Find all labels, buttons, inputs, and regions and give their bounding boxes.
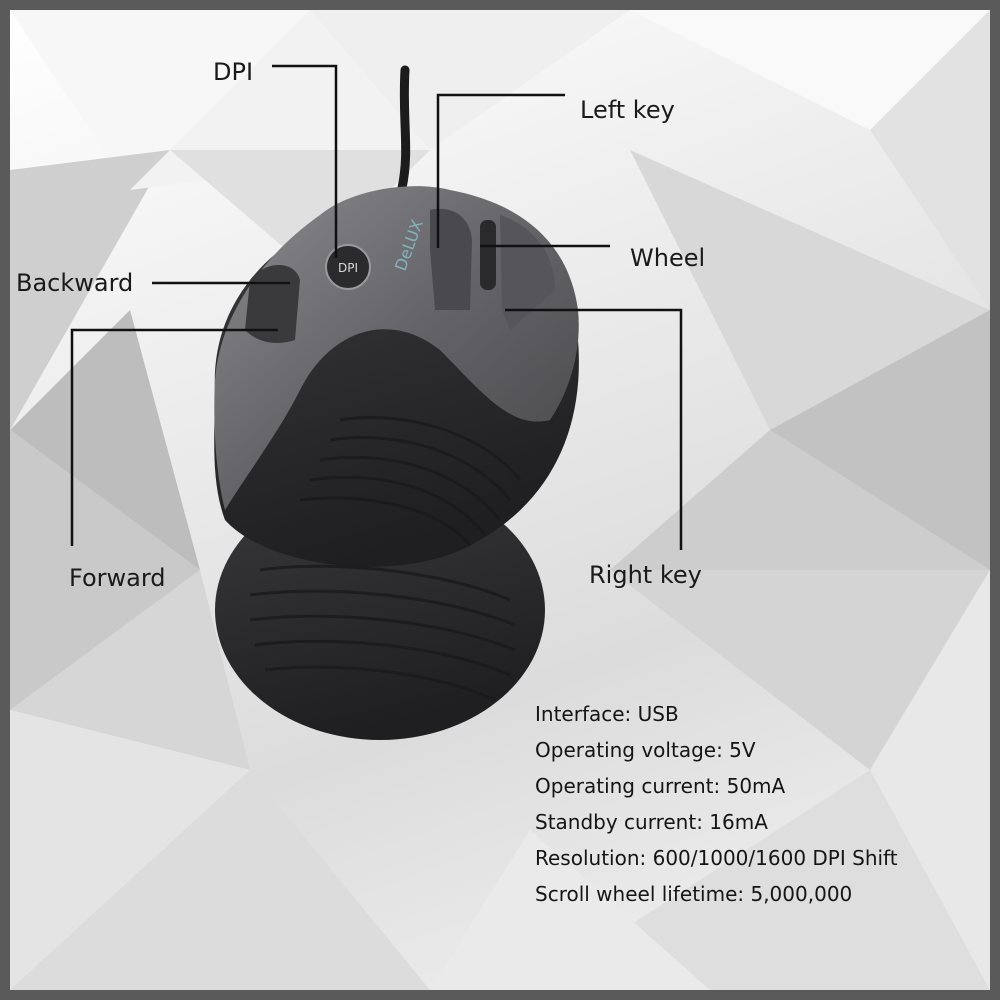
- right-key: [500, 215, 555, 330]
- left-key: [430, 208, 472, 310]
- product-photo: DPI DeLUX DPI Left key Wheel Backward Fo…: [10, 10, 990, 990]
- spec-resolution: Resolution: 600/1000/1600 DPI Shift: [535, 846, 898, 870]
- forward-callout-label: Forward: [69, 564, 166, 592]
- usb-cable: [397, 65, 411, 193]
- scroll-wheel: [480, 220, 496, 290]
- spec-standby-current: Standby current: 16mA: [535, 810, 768, 834]
- backward-callout-label: Backward: [16, 269, 134, 297]
- lowpoly-background: [10, 10, 990, 990]
- left-key-leader-line: [436, 93, 565, 248]
- left-key-callout-label: Left key: [580, 96, 675, 124]
- dpi-leader-line: [272, 64, 338, 258]
- spec-voltage: Operating voltage: 5V: [535, 738, 756, 762]
- spec-wheel-lifetime: Scroll wheel lifetime: 5,000,000: [535, 882, 853, 906]
- side-button-area: [245, 265, 300, 343]
- right-key-leader-line: [505, 308, 683, 550]
- ergonomic-mouse-image: DPI DeLUX: [70, 64, 683, 740]
- callout-lines: [70, 64, 683, 550]
- forward-leader-line: [70, 328, 278, 546]
- dpi-button-label: DPI: [338, 261, 358, 275]
- right-key-callout-label: Right key: [589, 561, 702, 589]
- wheel-callout-label: Wheel: [630, 244, 706, 272]
- spec-current: Operating current: 50mA: [535, 774, 786, 798]
- dpi-callout-label: DPI: [213, 58, 254, 86]
- grip-ridges: [249, 416, 522, 702]
- spec-list: Interface: USB Operating voltage: 5V Ope…: [535, 696, 898, 912]
- spec-interface: Interface: USB: [535, 702, 679, 726]
